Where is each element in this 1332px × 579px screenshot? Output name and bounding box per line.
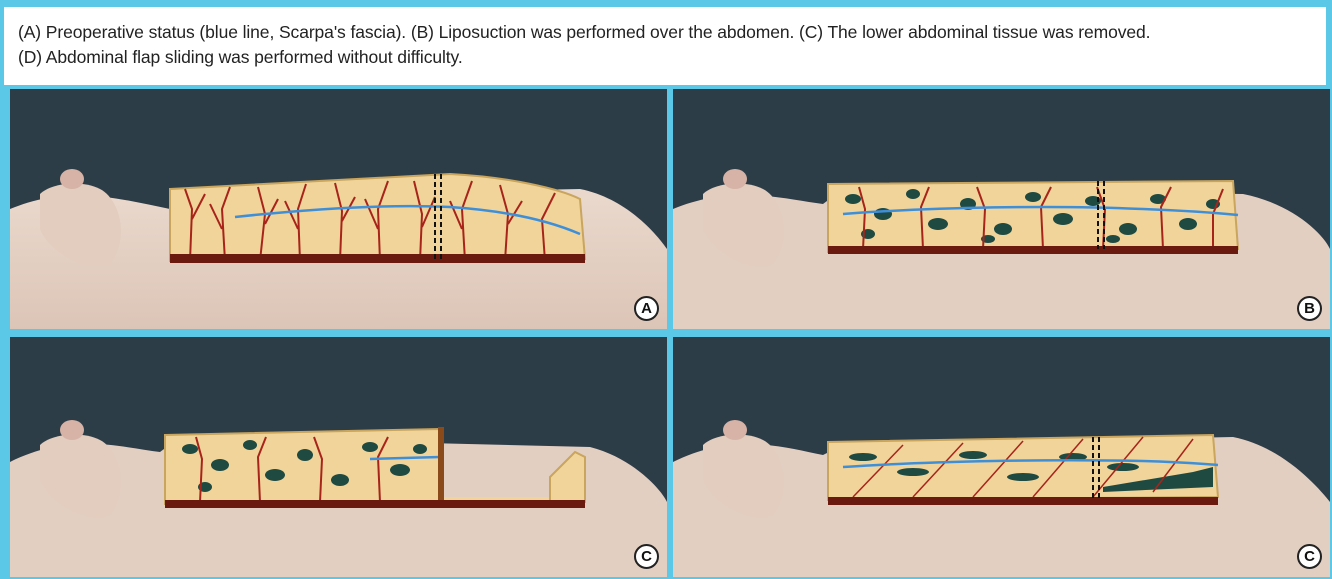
muscle-layer (165, 500, 585, 508)
nipple-shape (723, 420, 747, 440)
panel-b-liposuction: B (673, 89, 1330, 329)
nipple-shape (60, 420, 84, 440)
panel-d-illustration (673, 337, 1330, 577)
panel-b-illustration (673, 89, 1330, 329)
panel-label-badge: C (1297, 544, 1322, 569)
panel-c-illustration (10, 337, 667, 577)
panel-a-preoperative: A (10, 89, 667, 329)
muscle-layer (828, 246, 1238, 254)
fat-layer (828, 435, 1218, 500)
nipple-shape (60, 169, 84, 189)
caption-line-1: (A) Preoperative status (blue line, Scar… (18, 20, 1326, 45)
caption-line-2: (D) Abdominal flap sliding was performed… (18, 45, 1326, 70)
figure-caption: (A) Preoperative status (blue line, Scar… (4, 7, 1326, 85)
panel-d-flap-sliding: C (673, 337, 1330, 577)
panel-label-badge: C (634, 544, 659, 569)
panel-a-illustration (10, 89, 667, 329)
panel-label-badge: B (1297, 296, 1322, 321)
muscle-layer (828, 497, 1218, 505)
panel-label-badge: A (634, 296, 659, 321)
panel-c-tissue-removed: C (10, 337, 667, 577)
incision-edge (438, 427, 444, 505)
muscle-layer (170, 254, 585, 263)
nipple-shape (723, 169, 747, 189)
